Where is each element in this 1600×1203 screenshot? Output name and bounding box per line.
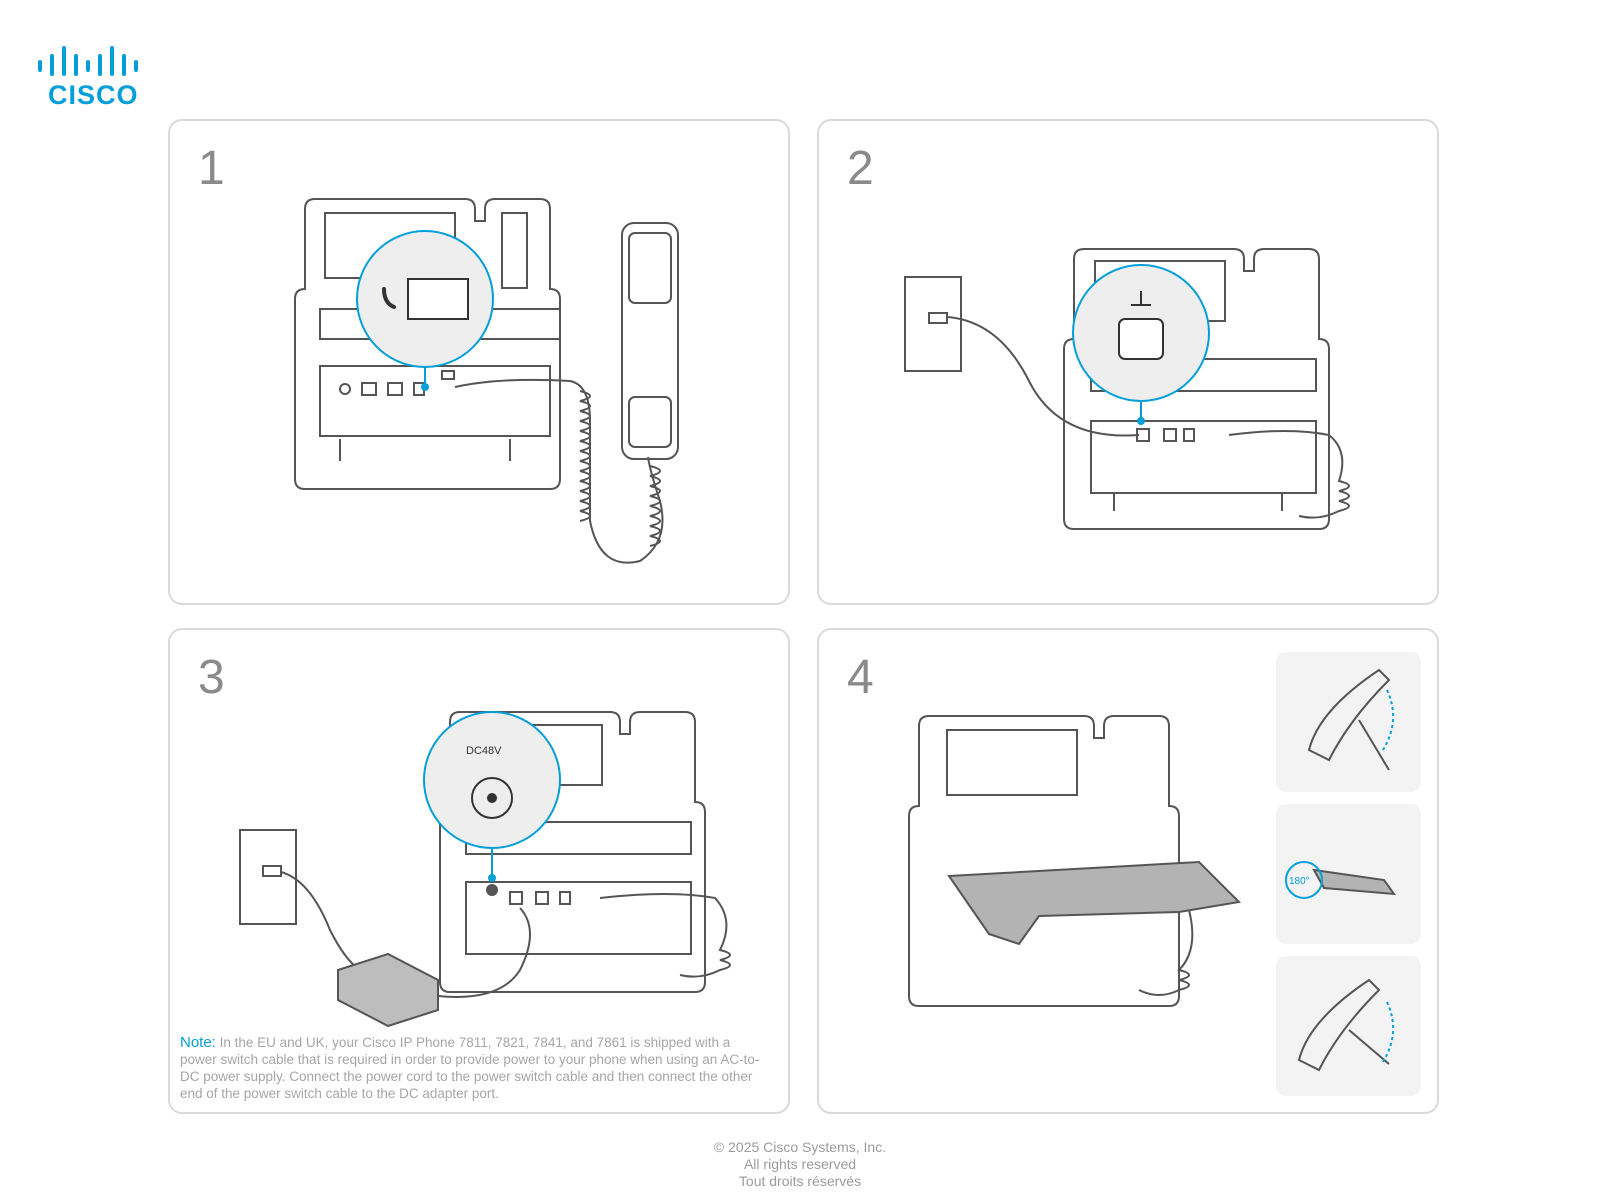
cisco-logo-icon (38, 46, 138, 76)
step-2-illustration (904, 248, 1350, 530)
rights-fr-text: Tout droits réservés (738, 1173, 862, 1189)
rotation-label: 180° (1289, 876, 1310, 887)
note-body: In the EU and UK, your Cisco IP Phone 78… (180, 1035, 760, 1101)
copyright-text: © 2025 Cisco Systems, Inc. (713, 1139, 887, 1155)
step-3-number: 3 (198, 651, 225, 704)
step-3-illustration: DC48V (239, 711, 731, 1028)
step-2-number: 2 (847, 142, 874, 195)
step-4-panel: 4 180° (817, 628, 1439, 1114)
rights-en-text: All rights reserved (743, 1156, 857, 1172)
step-2-panel: 2 (817, 119, 1439, 605)
note-label: Note: (180, 1034, 216, 1051)
cisco-wordmark: CISCO (48, 80, 139, 110)
step-4-number: 4 (847, 651, 874, 704)
step-1-number: 1 (198, 142, 225, 195)
footer: © 2025 Cisco Systems, Inc. All rights re… (0, 1139, 1600, 1190)
step-1-panel: 1 (168, 119, 790, 605)
dc48v-label: DC48V (466, 745, 502, 757)
step-1-illustration (294, 198, 679, 564)
step-4-illustration: 180° (908, 652, 1421, 1096)
note-text: Note: In the EU and UK, your Cisco IP Ph… (180, 1034, 762, 1102)
step-3-panel: 3 DC48V Note: In the EU and UK, your Cis… (168, 628, 790, 1114)
